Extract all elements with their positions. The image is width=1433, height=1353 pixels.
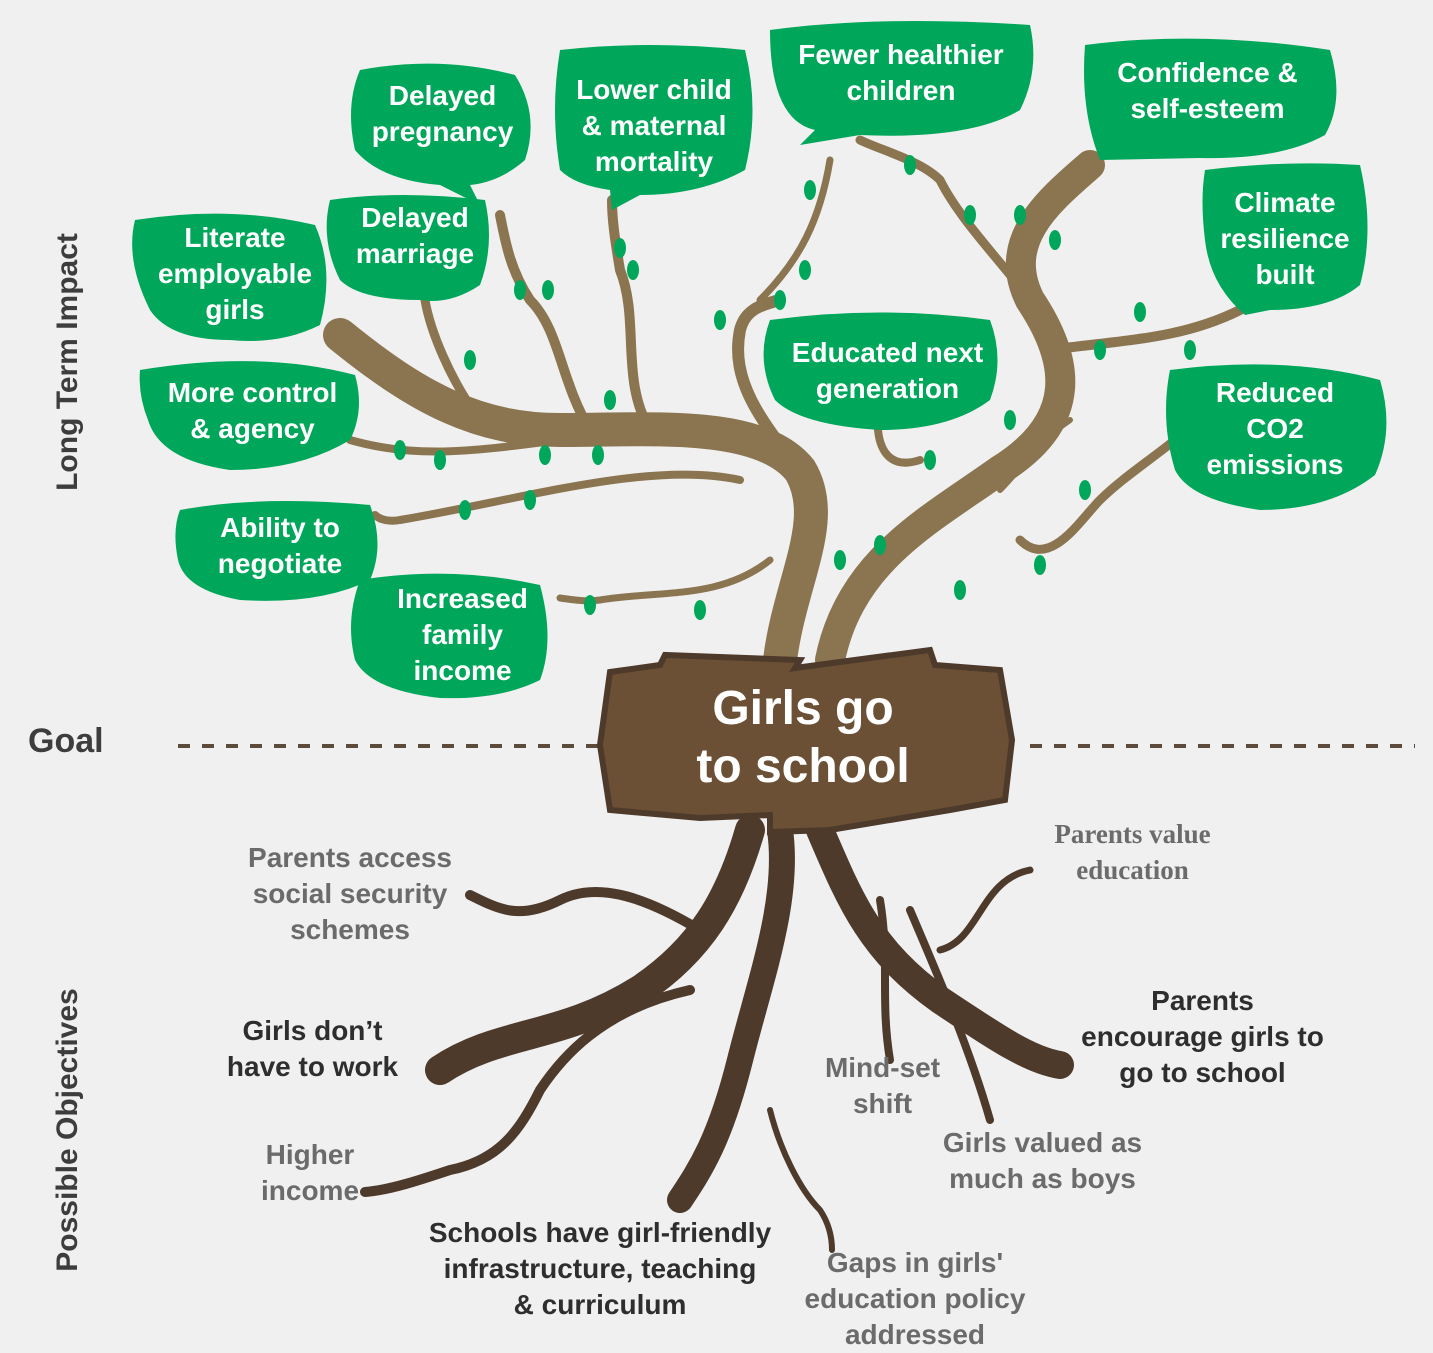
section-label-possible-objectives: Possible Objectives (51, 988, 84, 1272)
impact-family-income: Increased family income (397, 583, 528, 686)
impact-confidence: Confidence & self-esteem (1117, 57, 1298, 124)
impact-climate-resilience: Climate resilience built (1220, 187, 1350, 290)
objective-higher-income: Higher income (260, 1139, 360, 1206)
small-leaves (394, 155, 1196, 620)
objective-parents-value: Parents value education (1054, 819, 1211, 885)
impact-delayed-marriage: Delayed marriage (355, 202, 475, 269)
impact-leaves (132, 21, 1387, 699)
goal-title: Girls go to school (696, 682, 910, 793)
impact-delayed-pregnancy: Delayed pregnancy (371, 80, 514, 147)
objective-parents-encourage: Parents encourage girls to go to school (1081, 985, 1324, 1088)
tree-roots (360, 815, 1074, 1253)
impact-literate-employable: Literate employable girls (157, 222, 313, 325)
section-label-goal: Goal (28, 722, 104, 760)
objective-social-security: Parents access social security schemes (248, 842, 452, 945)
impact-next-generation: Educated next generation (791, 337, 984, 404)
objective-policy-gaps: Gaps in girls' education policy addresse… (804, 1247, 1026, 1350)
impact-fewer-healthier-children: Fewer healthier children (798, 39, 1004, 106)
impact-lower-mortality: Lower child & maternal mortality (576, 74, 732, 177)
tree-branches (323, 135, 1245, 677)
impact-reduced-co2: Reduced CO2 emissions (1206, 377, 1344, 480)
section-label-long-term-impact: Long Term Impact (51, 233, 84, 491)
objective-girls-dont-work: Girls don’t have to work (226, 1015, 399, 1082)
impact-control-agency: More control & agency (167, 377, 338, 444)
objective-school-infrastructure: Schools have girl-friendly infrastructur… (428, 1217, 772, 1320)
objective-girls-valued: Girls valued as much as boys (942, 1127, 1143, 1194)
goal-sign (596, 646, 1016, 836)
impact-negotiate: Ability to negotiate (217, 512, 343, 579)
objective-mindset-shift: Mind-set shift (824, 1052, 941, 1119)
